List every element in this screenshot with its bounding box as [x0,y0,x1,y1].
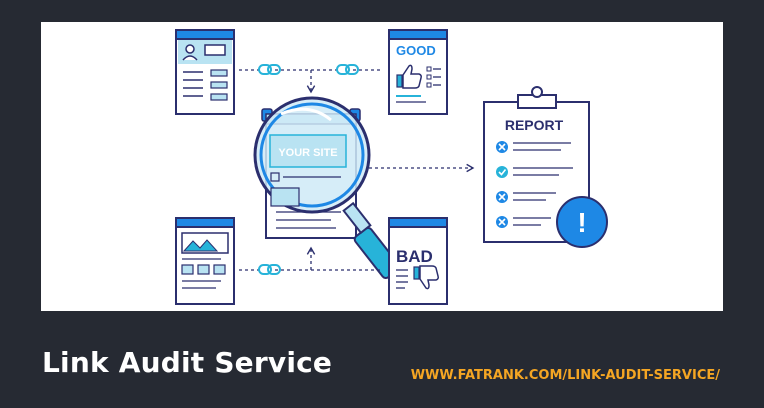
site-url-link[interactable]: WWW.FATRANK.COM/LINK-AUDIT-SERVICE/ [410,368,720,383]
link-icon [336,64,359,75]
illustration-panel: GOOD YOUR SITE [41,22,723,311]
alert-icon: ! [556,196,608,248]
thumbs-down-icon [413,265,439,290]
link-icon [258,64,281,75]
cross-icon [496,141,508,153]
magnifier-icon: YOUR SITE [253,96,401,280]
cross-icon [496,191,508,203]
good-label: GOOD [396,43,436,58]
alert-symbol: ! [577,207,586,238]
good-page: GOOD [388,29,448,115]
cross-icon [496,216,508,228]
check-icon [496,166,508,178]
profile-page [175,29,235,115]
gallery-page [175,217,235,305]
thumbs-up-icon [396,64,422,89]
your-site-label: YOUR SITE [278,147,337,159]
bad-page: BAD [388,217,448,305]
bad-label: BAD [396,247,433,266]
link-audit-illustration: GOOD YOUR SITE [175,29,608,305]
report-label: REPORT [505,117,564,133]
link-icon [258,264,281,275]
page-title: Link Audit Service [42,346,333,379]
